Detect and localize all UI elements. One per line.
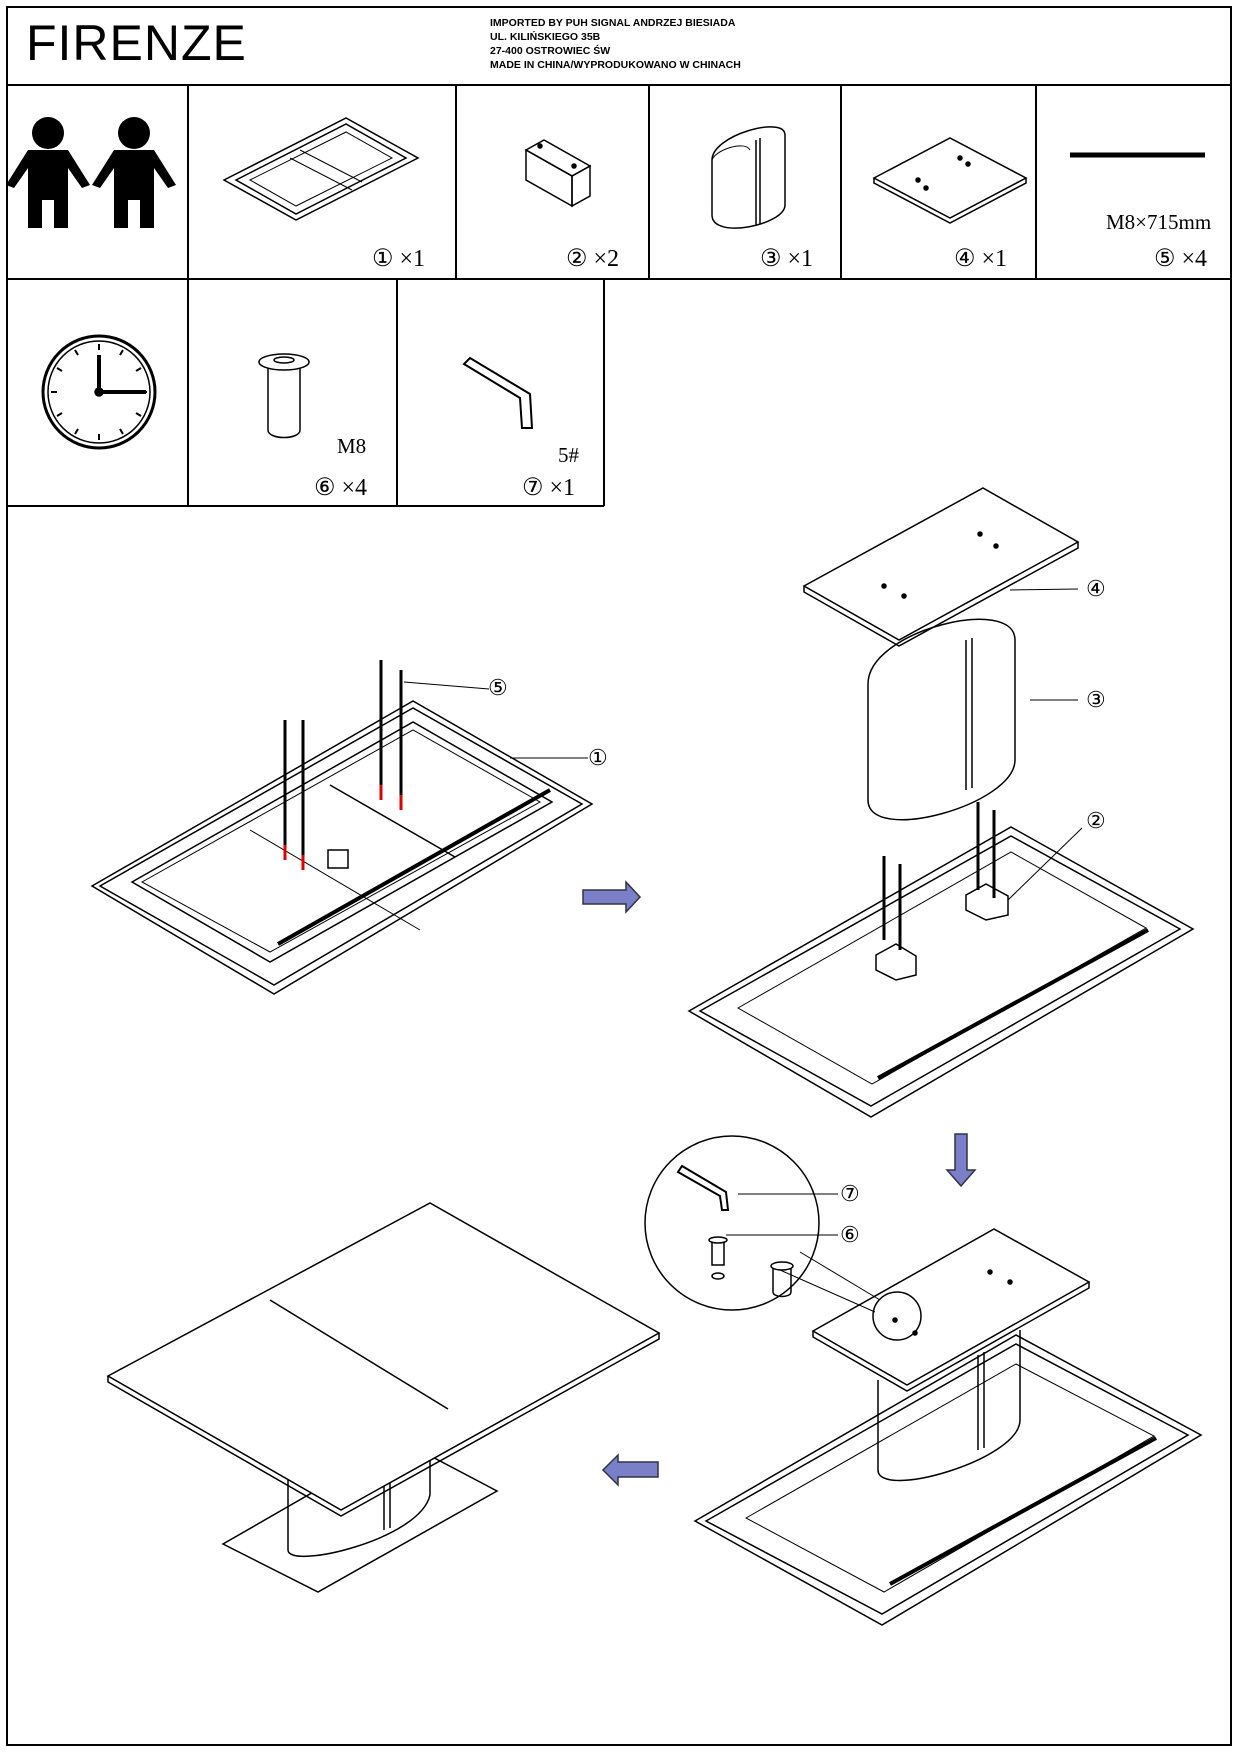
importer-line: IMPORTED BY PUH SIGNAL ANDRZEJ BIESIADA (490, 17, 736, 29)
part-1-frame-drawing (222, 117, 420, 221)
callout-5: ⑤ (488, 675, 508, 700)
callout-7: ⑦ (840, 1181, 860, 1206)
arrow-left-icon (601, 1453, 659, 1487)
callout-6: ⑥ (840, 1222, 860, 1247)
part-7-label: ⑦ ×1 (522, 473, 575, 502)
part-7-hex-key-drawing (462, 356, 534, 429)
part-4-plate-drawing (872, 137, 1028, 224)
threaded-rods (283, 660, 403, 870)
callout-3: ③ (1086, 687, 1106, 712)
part-id: ① (372, 246, 394, 272)
arrow-down-icon (945, 1133, 977, 1188)
part-id: ④ (954, 246, 976, 272)
importer-info: IMPORTED BY PUH SIGNAL ANDRZEJ BIESIADA … (490, 16, 741, 72)
callout-2: ② (1086, 808, 1106, 833)
importer-line: UL. KILIŃSKIEGO 35B (490, 31, 601, 43)
callout-1: ① (588, 745, 608, 770)
part-6-label: ⑥ ×4 (314, 473, 367, 502)
part-qty: ×1 (549, 475, 576, 501)
arrow-right-icon (582, 880, 642, 914)
step-2-drawing (687, 487, 1195, 1118)
part-7-spec: 5# (558, 443, 579, 467)
clock-icon (41, 334, 157, 450)
final-table-drawing (106, 1202, 661, 1593)
part-5-spec: M8×715mm (1106, 210, 1212, 234)
part-qty: ×2 (593, 246, 620, 272)
part-5-label: ⑤ ×4 (1154, 244, 1207, 273)
two-persons-icon (6, 117, 176, 228)
product-title: FIRENZE (26, 15, 247, 71)
parts-grid (6, 84, 1232, 507)
part-qty: ×4 (1181, 246, 1208, 272)
part-4-label: ④ ×1 (954, 244, 1007, 273)
part-3-label: ③ ×1 (760, 244, 813, 273)
part-id: ⑥ (314, 475, 336, 501)
part-qty: ×1 (787, 246, 814, 272)
importer-line: 27-400 OSTROWIEC ŚW (490, 45, 611, 57)
importer-line: MADE IN CHINA/WYPRODUKOWANO W CHINACH (490, 59, 741, 71)
step-3-drawing (644, 1135, 1203, 1626)
part-qty: ×4 (341, 475, 368, 501)
part-qty: ×1 (399, 246, 426, 272)
part-2-label: ② ×2 (566, 244, 619, 273)
part-1-label: ① ×1 (372, 244, 425, 273)
part-2-bracket-drawing (524, 139, 592, 208)
part-id: ② (566, 246, 588, 272)
part-6-barrel-nut-drawing (258, 353, 310, 439)
part-id: ③ (760, 246, 782, 272)
page-border (6, 6, 1232, 1746)
part-qty: ×1 (981, 246, 1008, 272)
part-3-pedestal-drawing (711, 126, 786, 229)
callout-4: ④ (1086, 576, 1106, 601)
step-1-frame-drawing (90, 660, 594, 995)
part-id: ⑤ (1154, 246, 1176, 272)
part-6-spec: M8 (337, 434, 367, 458)
part-id: ⑦ (522, 475, 544, 501)
